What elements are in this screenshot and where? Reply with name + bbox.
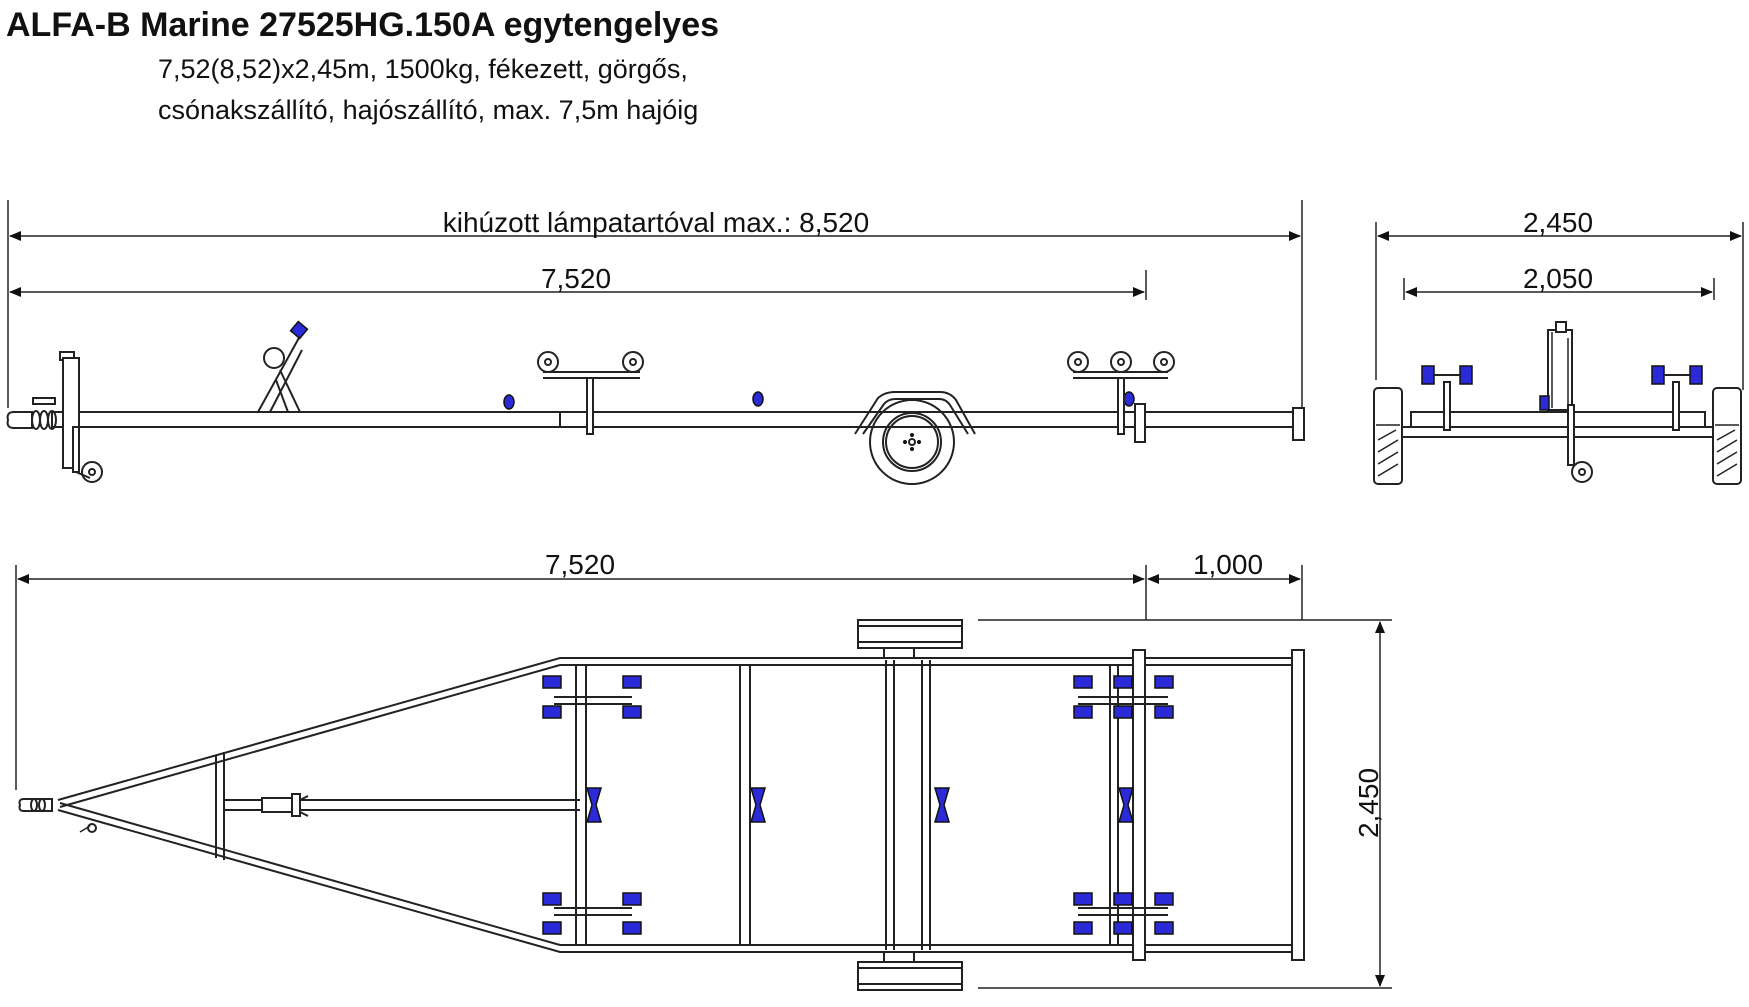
top-crossmembers: [575, 649, 1305, 961]
top-keel-rollers: [585, 787, 1135, 823]
side-winch-post: [257, 320, 309, 413]
dimension-top-width-label: 2,450: [1353, 768, 1384, 838]
side-coupling: [6, 397, 57, 430]
dimension-side-total: kihúzott lámpatartóval max.: 8,520: [7, 200, 1303, 430]
rear-view: 2,450 2,050: [1373, 207, 1744, 485]
dimension-top-width: 2,450: [978, 619, 1392, 989]
side-main-beam: [51, 411, 1298, 428]
dimension-top-length-label: 7,520: [545, 549, 615, 580]
dimension-side-length-label: 7,520: [541, 263, 611, 294]
drawing-title: ALFA-B Marine 27525HG.150A egytengelyes: [6, 6, 720, 44]
dimension-side-length: 7,520: [9, 263, 1147, 300]
side-front-roller-bracket: [537, 351, 644, 435]
dimension-top-extension: 1,000: [1147, 549, 1303, 620]
top-view: 7,520 1,000 2,450: [15, 549, 1392, 991]
side-rear-roller-bracket: [1067, 351, 1175, 435]
side-view: kihúzott lámpatartóval max.: 8,520 7,520: [6, 200, 1305, 485]
dimension-top-extension-label: 1,000: [1193, 549, 1263, 580]
rear-left-roller: [1421, 365, 1473, 431]
rear-right-roller: [1651, 365, 1703, 431]
side-wheel: [854, 391, 976, 485]
side-small-rollers: [503, 391, 1135, 410]
rear-right-tyre: [1712, 387, 1742, 485]
rear-left-tyre: [1373, 387, 1403, 485]
top-winch: [261, 793, 309, 817]
top-wheel-upper: [857, 619, 963, 659]
rear-frame-beam: [1410, 411, 1706, 428]
dimension-side-total-label: kihúzott lámpatartóval max.: 8,520: [443, 207, 869, 238]
top-coupling: [18, 798, 97, 833]
dimension-rear-track-width-label: 2,050: [1523, 263, 1593, 294]
top-roller-rear-upper: [1073, 675, 1174, 719]
dimension-rear-total-width: 2,450: [1375, 207, 1744, 390]
top-roller-front-upper: [542, 675, 642, 719]
side-jockey-wheel: [59, 351, 103, 483]
drawing-subtitle-specs: 7,52(8,52)x2,45m, 1500kg, fékezett, görg…: [158, 54, 688, 84]
side-light-holder: [1292, 407, 1305, 441]
rear-axle: [1401, 426, 1714, 438]
rear-center-post: [1539, 321, 1593, 483]
top-wheel-lower: [857, 951, 963, 991]
dimension-rear-total-width-label: 2,450: [1523, 207, 1593, 238]
side-rear-crossmember: [1134, 403, 1146, 443]
drawing-subtitle-purpose: csónakszállító, hajószállító, max. 7,5m …: [158, 95, 699, 125]
top-roller-rear-lower: [1073, 892, 1174, 935]
top-roller-front-lower: [542, 892, 642, 935]
dimension-top-length: 7,520: [15, 549, 1147, 790]
dimension-rear-track-width: 2,050: [1403, 263, 1715, 300]
